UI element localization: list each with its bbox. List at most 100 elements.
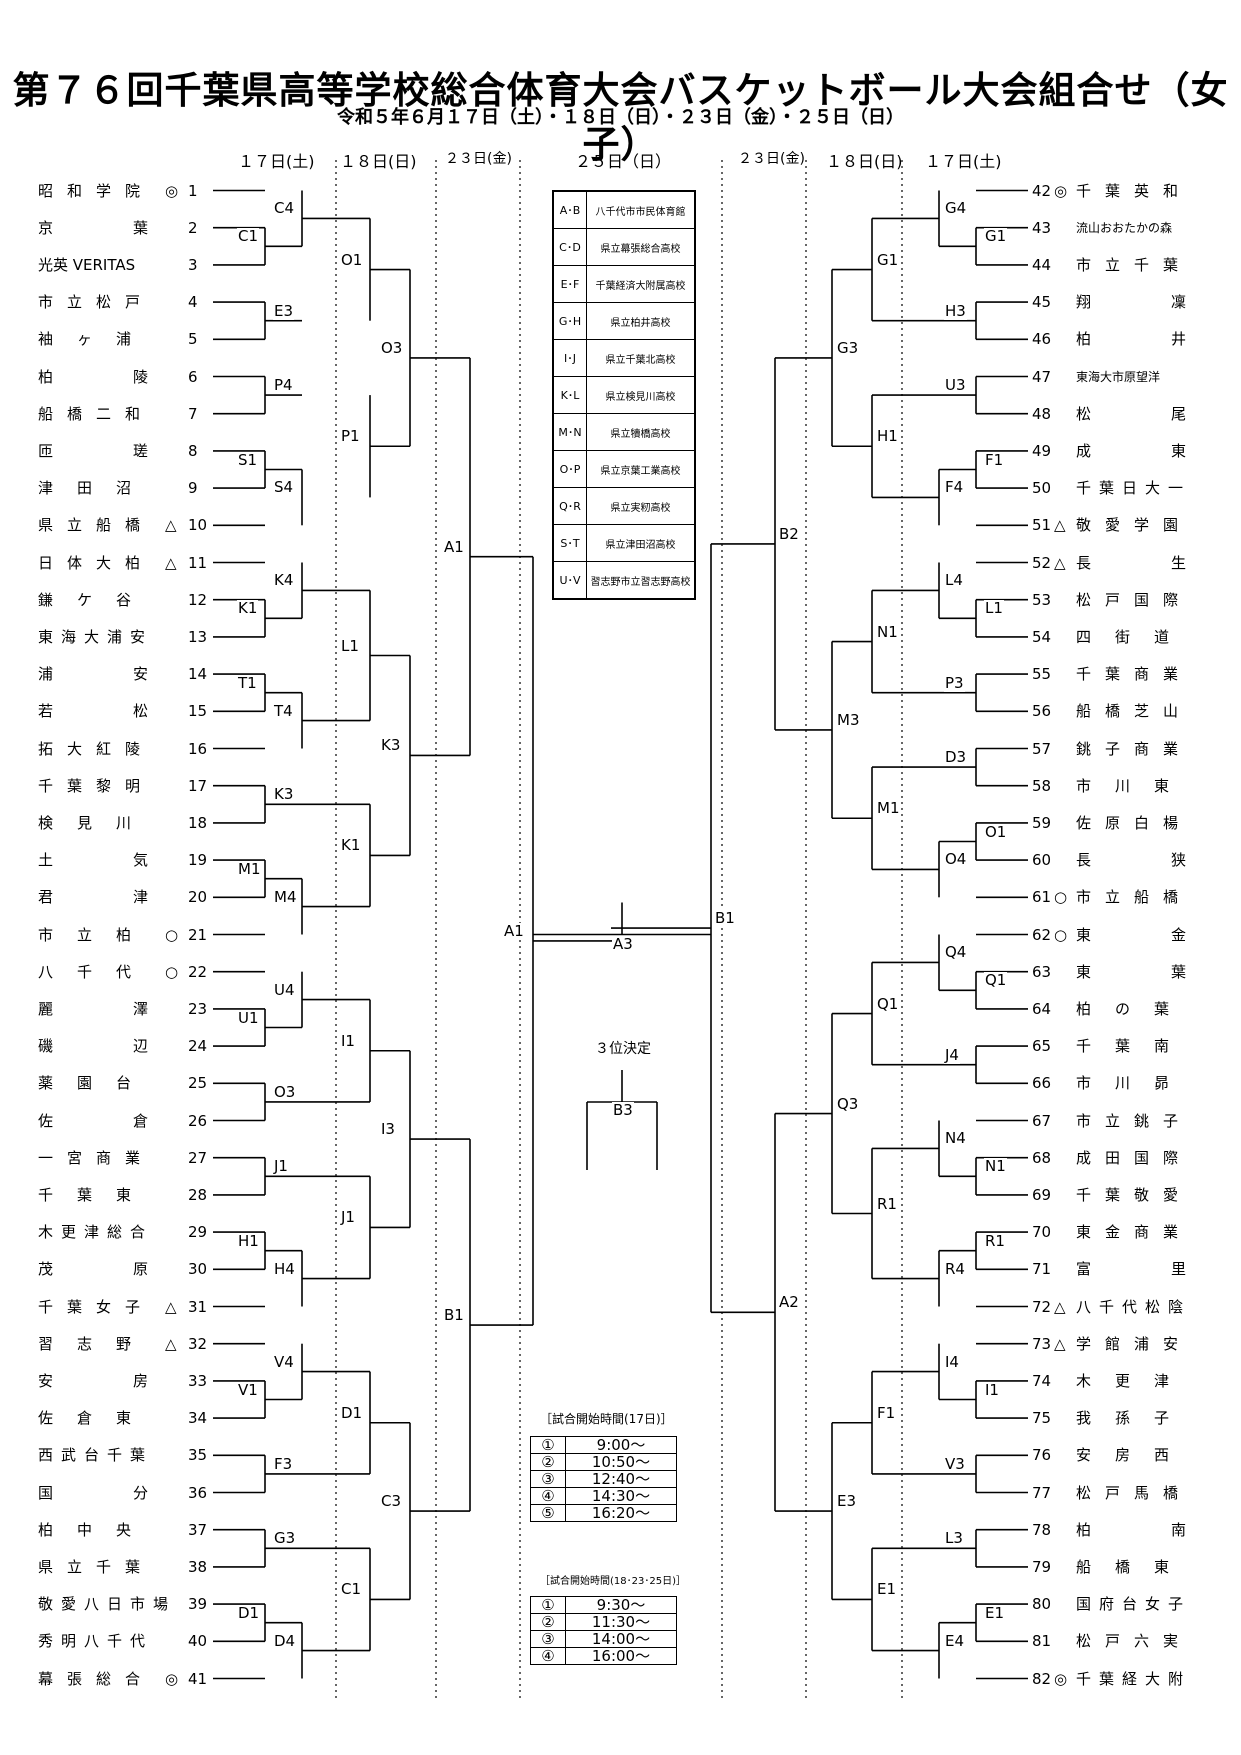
match-label-left-r2: F3	[273, 1454, 294, 1473]
team-name: 鎌ケ谷	[38, 590, 156, 609]
match-label-right-r3: H1	[876, 427, 899, 446]
draw-number: 34	[188, 1409, 208, 1428]
seed-mark: ◎	[165, 181, 179, 200]
draw-number: 26	[188, 1111, 208, 1130]
draw-number: 55	[1032, 665, 1052, 684]
team-name: 柏の葉	[1076, 999, 1194, 1018]
team-name: 国府台女子	[1076, 1595, 1192, 1614]
venue-name: 県立柏井高校	[586, 302, 696, 340]
venue-key: G･H	[552, 302, 587, 340]
venue-key: C･D	[552, 228, 587, 266]
team-name: 佐原白楊	[1076, 813, 1193, 832]
match-label-left-r1: M1	[237, 859, 262, 878]
venue-name: 県立実籾高校	[586, 487, 696, 525]
match-label-left-r2: C4	[273, 199, 296, 218]
match-label-left-r2: O3	[273, 1082, 297, 1101]
team-name: 佐倉東	[38, 1409, 156, 1428]
team-name: 柏南	[1076, 1520, 1186, 1539]
match-label-left-r1: V1	[237, 1380, 259, 1399]
team-name: 市立銚子	[1076, 1111, 1193, 1130]
team-name: 匝瑳	[38, 441, 229, 460]
team-name: 松戸六実	[1076, 1632, 1193, 1651]
seed-mark: △	[1054, 553, 1066, 572]
team-name: 君津	[38, 888, 229, 907]
draw-number: 52	[1032, 553, 1052, 572]
match-label-right-r1: R1	[984, 1231, 1006, 1250]
team-name: 東金	[1076, 925, 1186, 944]
draw-number: 22	[188, 962, 208, 981]
match-label-left-r1: K1	[237, 599, 259, 618]
draw-number: 50	[1032, 479, 1052, 498]
team-name: 浦安	[38, 665, 229, 684]
team-name: 京葉	[38, 218, 229, 237]
draw-number: 12	[188, 590, 208, 609]
match-label-left-r3: I1	[340, 1031, 356, 1050]
draw-number: 30	[188, 1260, 208, 1279]
match-label-right-r2: V3	[944, 1454, 966, 1473]
draw-number: 45	[1032, 293, 1052, 312]
team-name: 土気	[38, 851, 229, 870]
team-name: 若松	[38, 702, 229, 721]
draw-number: 25	[188, 1074, 208, 1093]
match-label-left-r4: C3	[380, 1492, 403, 1511]
final-label: A3	[612, 934, 634, 953]
match-label-left-r1: S1	[237, 450, 259, 469]
team-name: 千葉女子	[38, 1297, 155, 1316]
team-name: 安房	[38, 1371, 229, 1390]
venue-key: S･T	[552, 524, 587, 562]
team-name: 千葉商業	[1076, 665, 1193, 684]
venue-key: M･N	[552, 413, 587, 451]
match-label-left-r2: S4	[273, 478, 295, 497]
match-label-right-r1: I1	[984, 1380, 1000, 1399]
draw-number: 62	[1032, 925, 1052, 944]
match-label-right-r3: E1	[876, 1580, 898, 1599]
draw-number: 57	[1032, 739, 1052, 758]
match-label-right-r2: L3	[944, 1529, 964, 1548]
match-label-left-r3: P1	[340, 427, 361, 446]
team-name: 幕張総合	[38, 1669, 155, 1688]
draw-number: 58	[1032, 776, 1052, 795]
venue-name: 八千代市市民体育館	[586, 190, 696, 229]
draw-number: 72	[1032, 1297, 1052, 1316]
team-name: 船橋芝山	[1076, 702, 1193, 721]
match-label-left-r2: E3	[273, 301, 295, 320]
match-label-right-r2: F4	[944, 478, 965, 497]
team-name: 千葉経大附	[1076, 1669, 1192, 1688]
draw-number: 40	[188, 1632, 208, 1651]
draw-number: 21	[188, 925, 208, 944]
draw-number: 18	[188, 813, 208, 832]
match-label-right-r4: M3	[836, 710, 861, 729]
team-name: 千葉東	[38, 1185, 156, 1204]
match-label-right-r2: N4	[944, 1129, 967, 1148]
draw-number: 81	[1032, 1632, 1052, 1651]
match-label-right-r2: L4	[944, 571, 964, 590]
team-name: 千葉日大一	[1076, 479, 1192, 498]
team-name: 麗澤	[38, 999, 229, 1018]
draw-number: 79	[1032, 1557, 1052, 1576]
team-name: 市立船橋	[1076, 888, 1193, 907]
venue-key: Q･R	[552, 487, 587, 525]
draw-number: 3	[188, 255, 198, 274]
day-header-right-3: １７日(土)	[925, 152, 1002, 171]
match-label-right-r3: Q1	[876, 994, 900, 1013]
time-slot-number: ④	[530, 1487, 566, 1505]
team-name: 茂原	[38, 1260, 229, 1279]
draw-number: 39	[188, 1595, 208, 1614]
draw-number: 76	[1032, 1446, 1052, 1465]
seed-mark: ○	[165, 962, 179, 981]
draw-number: 31	[188, 1297, 208, 1316]
venue-name: 県立千葉北高校	[586, 339, 696, 377]
match-label-right-r2: Q4	[944, 943, 968, 962]
seed-mark: △	[165, 516, 177, 535]
draw-number: 20	[188, 888, 208, 907]
team-name: 市立松戸	[38, 293, 155, 312]
seed-mark: △	[165, 553, 177, 572]
seed-mark: △	[165, 1297, 177, 1316]
